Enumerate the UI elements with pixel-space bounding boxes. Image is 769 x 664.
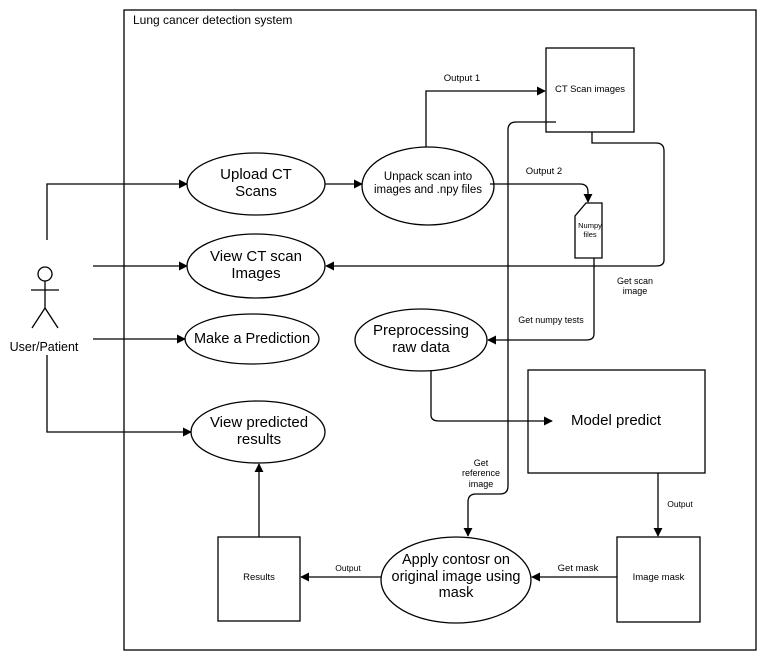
image-mask-box[interactable] — [616, 536, 701, 623]
results-box[interactable] — [217, 536, 301, 622]
make-prediction-label: Make a Prediction — [193, 331, 311, 347]
unpack-label: Unpack scan into images and .npy files — [373, 171, 483, 197]
numpy-file-shape[interactable] — [574, 202, 603, 259]
output2-label: Output 2 — [525, 166, 563, 177]
edge-actor-results — [46, 355, 192, 437]
get-numpy-tests-label: Get numpy tests — [518, 315, 584, 325]
model-predict-label: Model predict — [570, 412, 662, 429]
ct-images-box[interactable] — [545, 47, 635, 133]
get-mask-label: Get mask — [557, 563, 599, 574]
edge-preprocess-model — [430, 371, 553, 426]
get-reference-image-label: Get reference image — [461, 458, 501, 489]
apply-contour-ellipse[interactable] — [380, 536, 532, 624]
actor-figure — [31, 266, 59, 329]
output-mask-label: Output — [667, 499, 693, 509]
edge-unpack-ct — [425, 86, 546, 147]
preprocess-ellipse[interactable] — [354, 308, 488, 372]
edge-unpack-numpy — [490, 183, 593, 203]
edge-ct-view — [325, 132, 665, 271]
preprocess-label: Preprocessing raw data — [373, 322, 469, 357]
output1-label: Output 1 — [443, 73, 481, 84]
edge-actor-upload — [46, 179, 188, 240]
numpy-files-label: Numpy files — [578, 221, 602, 239]
view-results-label: View predicted results — [209, 414, 309, 449]
apply-contour-label: Apply contosr on original image using ma… — [391, 552, 521, 602]
output-results-label: Output — [335, 563, 361, 573]
edge-ct-apply — [463, 121, 556, 537]
image-mask-label: Image mask — [632, 572, 685, 583]
view-ct-label: View CT scan Images — [210, 248, 302, 283]
get-scan-image-label: Get scan image — [616, 276, 654, 297]
results-label: Results — [243, 572, 275, 583]
ct-images-label: CT Scan images — [554, 84, 626, 95]
upload-ct-label: Upload CT Scans — [220, 166, 292, 201]
edge-numpy-preprocess — [487, 258, 595, 345]
system-title: Lung cancer detection system — [133, 13, 293, 27]
actor-label: User/Patient — [9, 340, 79, 354]
model-predict-box — [527, 369, 706, 474]
